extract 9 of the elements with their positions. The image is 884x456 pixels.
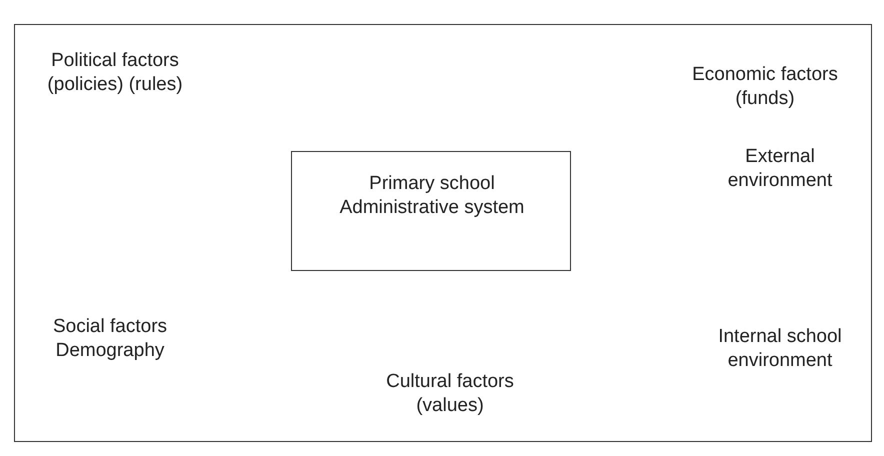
system-label: Primary school Administrative system — [338, 172, 526, 220]
factor-label: Political factors (policies) (rules) — [46, 49, 184, 97]
factor-label: Economic factors (funds) — [691, 63, 839, 111]
factor-label: Internal school environment — [717, 325, 843, 373]
environment-frame — [14, 24, 872, 442]
factor-label: Cultural factors (values) — [385, 370, 515, 418]
factor-label: External environment — [726, 145, 834, 193]
system-box — [291, 151, 571, 271]
factor-label: Social factors Demography — [52, 315, 168, 363]
